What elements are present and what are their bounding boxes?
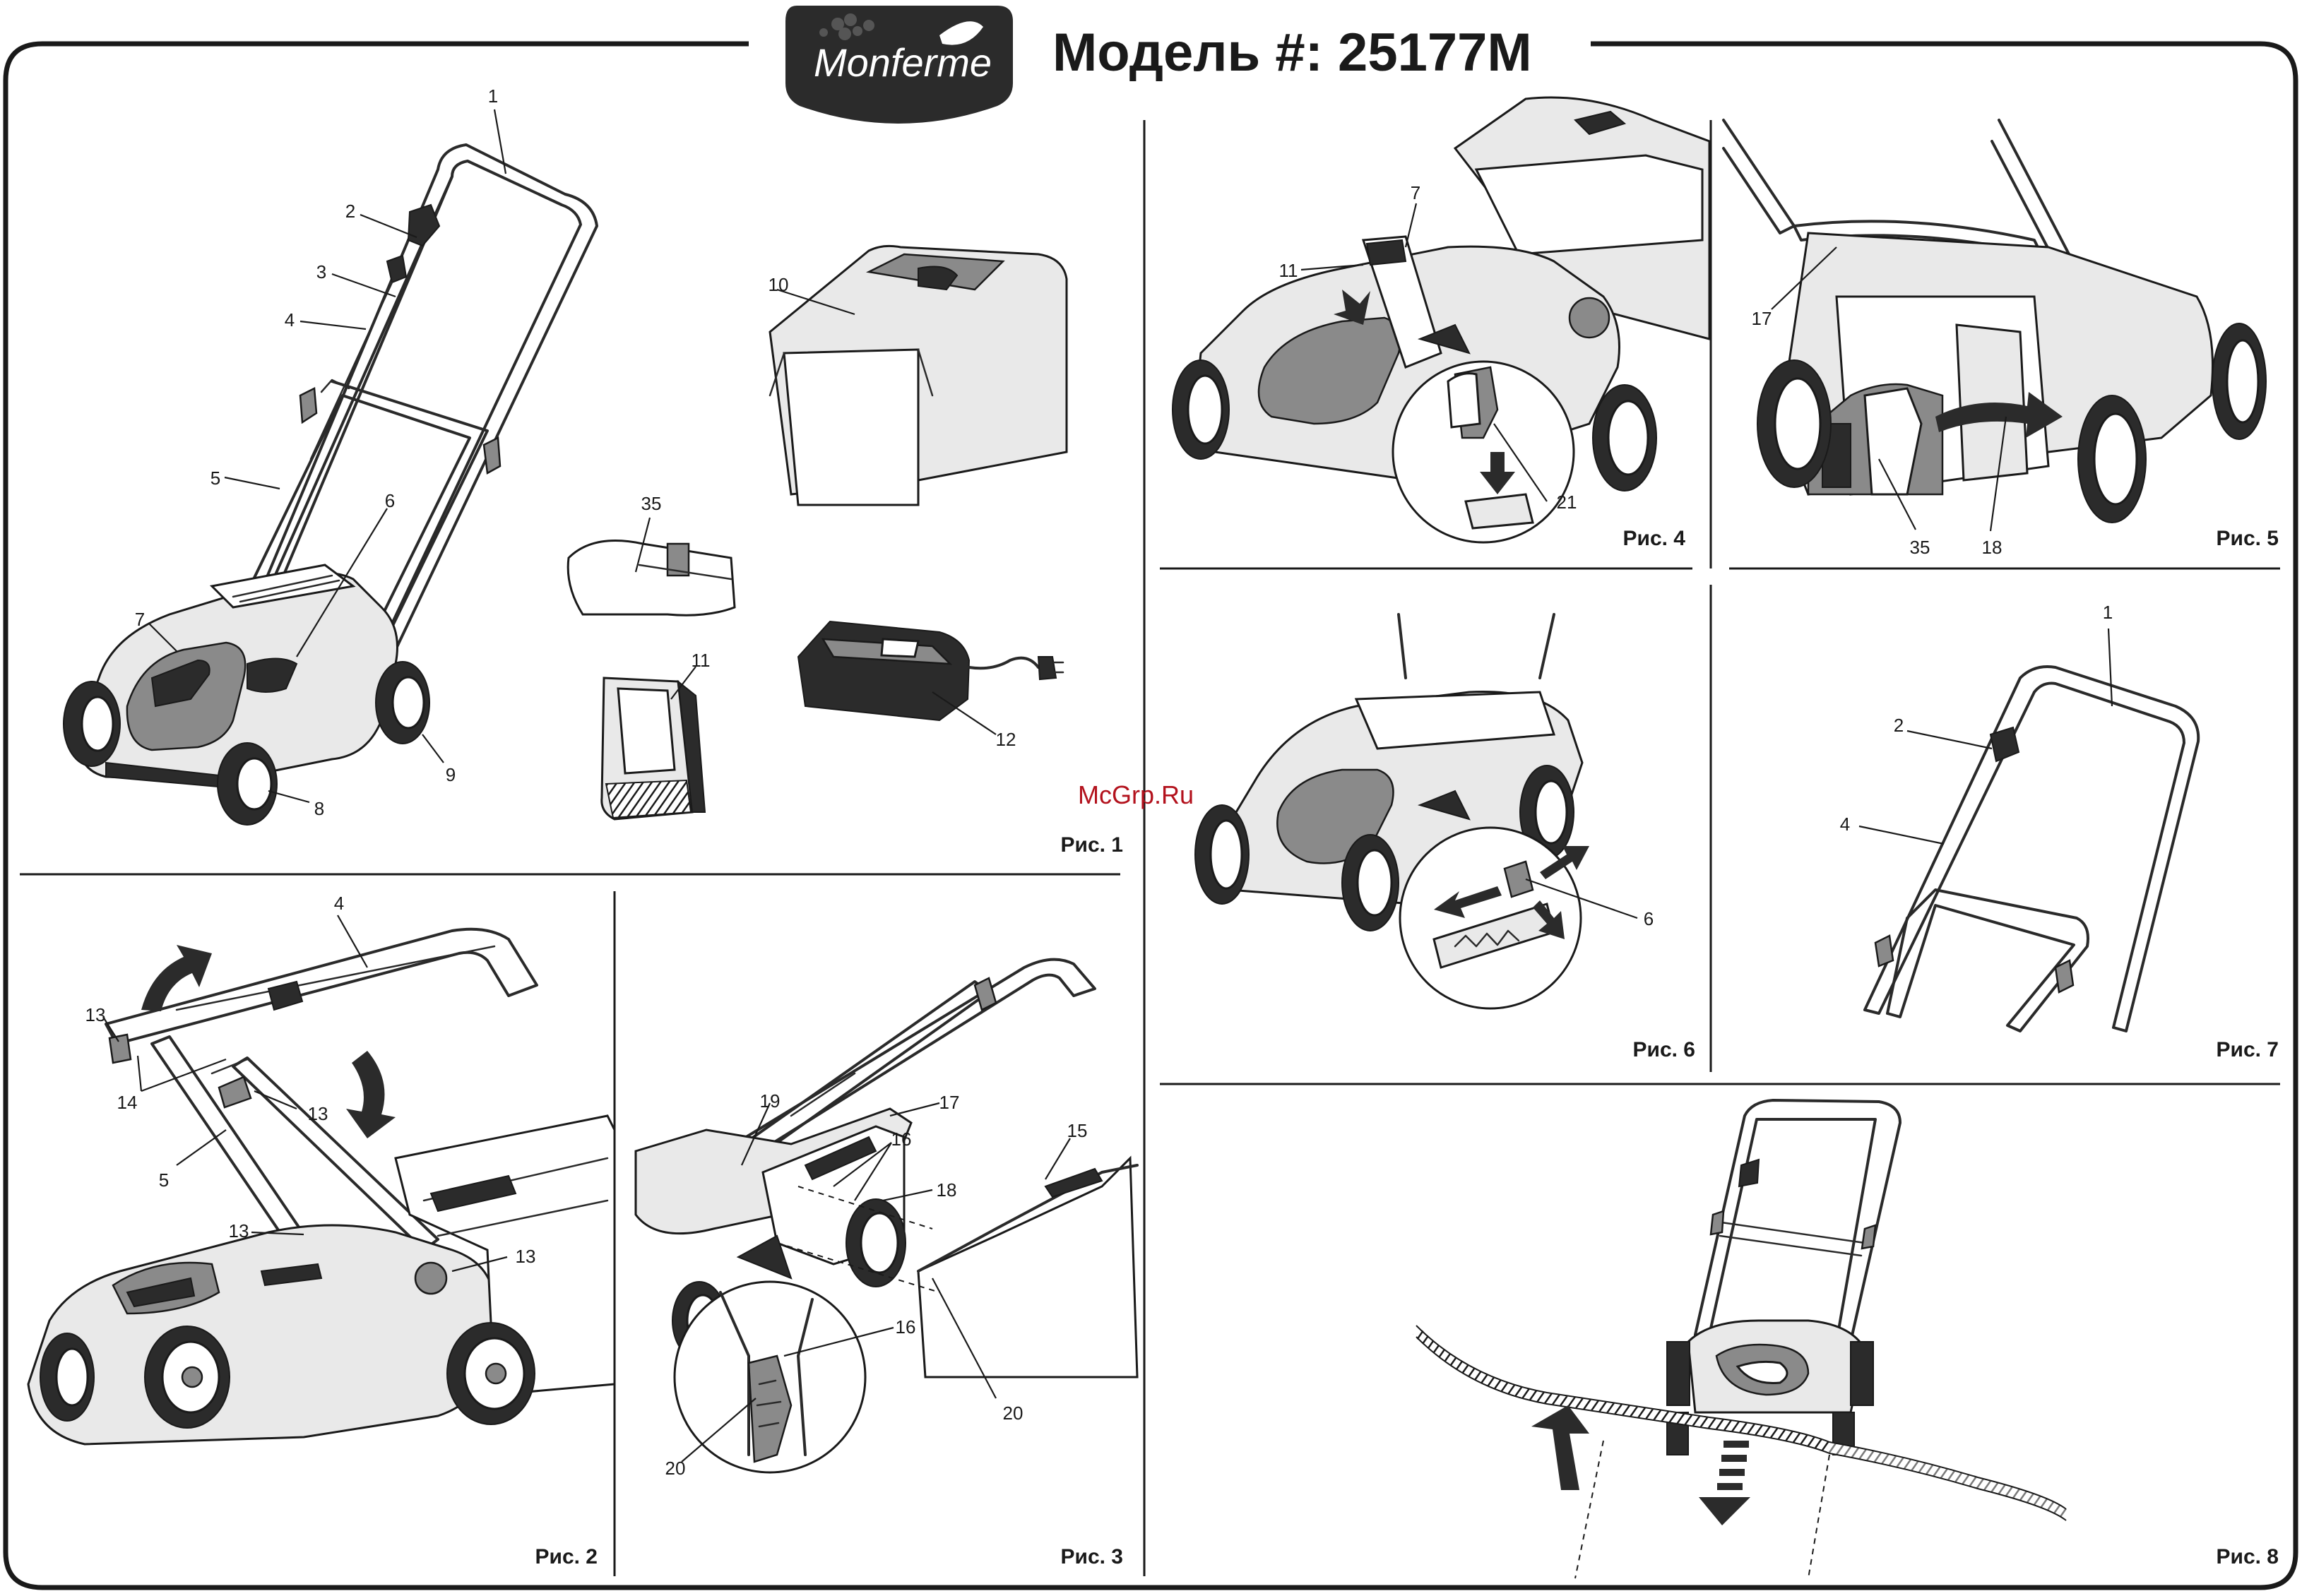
- fig5-callout-35: 35: [1910, 537, 1930, 558]
- fig7-label: Рис. 7: [2217, 1038, 2279, 1061]
- fig2-callout-13a: 13: [85, 1004, 106, 1025]
- fig1-callout-7: 7: [135, 609, 145, 630]
- fig2-unfold-handle: 4 13 14 13 5 13 13 Рис. 2: [28, 893, 615, 1568]
- fig5-store-key: 17 35 18 Рис. 5: [1723, 120, 2279, 558]
- fig3-callout-15: 15: [1067, 1120, 1088, 1141]
- fig1-callout-1: 1: [488, 85, 498, 107]
- fig1-callout-9: 9: [446, 764, 456, 785]
- fig1-callout-5: 5: [210, 468, 220, 489]
- fig7-handle-assembled: 1 2 4 Рис. 7: [1840, 602, 2279, 1061]
- fig4-label: Рис. 4: [1623, 527, 1686, 550]
- fig1-charger: [798, 621, 1063, 720]
- fig1-callout-6: 6: [385, 490, 395, 511]
- fig2-callout-13c: 13: [229, 1220, 249, 1241]
- fig7-callout-1: 1: [2103, 602, 2113, 623]
- fig1-grass-bag: [770, 246, 1067, 505]
- fig1-callout-3: 3: [316, 261, 326, 282]
- fig2-arrow-up-icon: [141, 945, 212, 1011]
- fig8-forward-arrow-icon: [1531, 1405, 1589, 1490]
- fig5-label: Рис. 5: [2217, 527, 2279, 550]
- fig1-callout-4: 4: [285, 309, 295, 330]
- fig3-callout-17: 17: [939, 1092, 960, 1113]
- fig8-label: Рис. 8: [2217, 1545, 2279, 1568]
- fig5-callout-18: 18: [1982, 537, 2003, 558]
- fig2-callout-5: 5: [159, 1169, 169, 1191]
- fig4-callout-7: 7: [1411, 182, 1420, 203]
- fig3-callout-20b: 20: [665, 1458, 686, 1479]
- fig4-insert-key: 7 11 21 Рис. 4: [1173, 97, 1709, 550]
- fig8-backward-arrow-icon: [1699, 1441, 1750, 1525]
- fig6-label: Рис. 6: [1633, 1038, 1696, 1061]
- fig4-callout-11: 11: [1279, 260, 1298, 281]
- fig1-callout-2: 2: [345, 201, 355, 222]
- fig3-callout-19: 19: [760, 1090, 781, 1112]
- fig1-callout-11: 11: [692, 650, 711, 671]
- fig2-arrow-down-icon: [346, 1051, 396, 1138]
- fig1-callout-12: 12: [996, 729, 1016, 750]
- fig7-callout-2: 2: [1894, 715, 1904, 736]
- fig6-height-adjust: 6 Рис. 6: [1195, 614, 1695, 1061]
- fig2-label: Рис. 2: [535, 1545, 598, 1568]
- model-title: Модель #: 25177M: [1052, 23, 1532, 83]
- fig1-callout-10: 10: [769, 274, 789, 295]
- fig1-safety-key: [568, 541, 735, 616]
- fig2-callout-13d: 13: [516, 1246, 536, 1267]
- fig3-attach-bag: 19 17 16 18 15 16 20 20 Рис. 3: [636, 960, 1137, 1568]
- fig3-label: Рис. 3: [1061, 1545, 1124, 1568]
- fig2-callout-14: 14: [117, 1092, 138, 1113]
- fig4-callout-21: 21: [1557, 492, 1577, 513]
- fig2-callout-4: 4: [334, 893, 344, 914]
- fig3-callout-18: 18: [937, 1179, 957, 1201]
- brand-name: Monferme: [814, 40, 992, 85]
- fig8-mowing-along-cable: Рис. 8: [1416, 1100, 2279, 1578]
- fig3-callout-16b: 16: [896, 1316, 916, 1338]
- fig1-callout-8: 8: [314, 798, 324, 819]
- fig1-label: Рис. 1: [1061, 833, 1124, 857]
- fig2-callout-13b: 13: [308, 1103, 328, 1124]
- fig1-battery: [602, 678, 705, 819]
- brand-logo: Monferme: [785, 6, 1013, 124]
- watermark: McGrp.Ru: [1078, 780, 1194, 809]
- fig6-callout-6: 6: [1644, 908, 1654, 929]
- fig1-callout-35: 35: [641, 493, 662, 514]
- fig5-callout-17: 17: [1752, 308, 1772, 329]
- fig3-callout-16a: 16: [891, 1128, 912, 1150]
- fig3-callout-20a: 20: [1003, 1403, 1024, 1424]
- fig7-callout-4: 4: [1840, 814, 1850, 835]
- fig1-exploded-view: 1 2 3 4 5 6 7 8 9 10 11 12 35 Рис. 1: [64, 85, 1123, 857]
